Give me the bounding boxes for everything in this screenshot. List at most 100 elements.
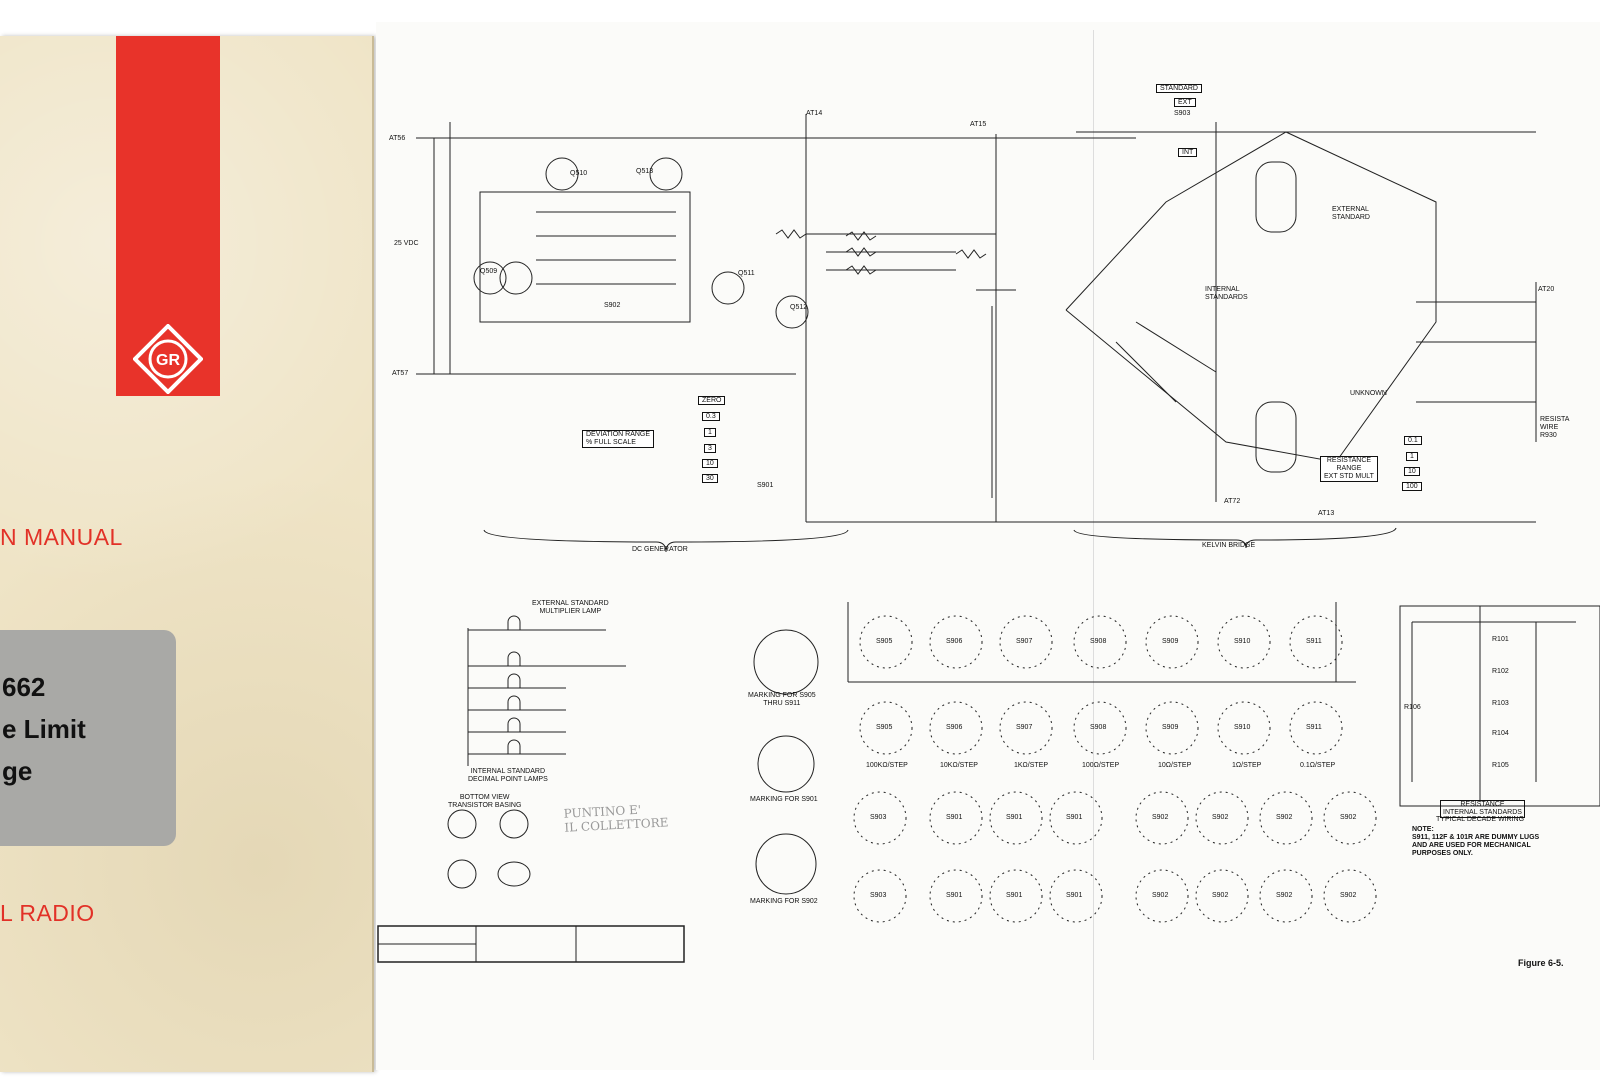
external-std-l2: STANDARD [1332, 214, 1370, 221]
label-vdc: 25 VDC [394, 240, 419, 247]
sw-r3-5: S902 [1212, 814, 1229, 821]
sw-r1-5: S910 [1234, 638, 1251, 645]
label-at57: AT57 [392, 370, 409, 377]
internal-std-l2: STANDARDS [1205, 294, 1248, 301]
window-line-2: e Limit [2, 714, 86, 744]
box-dev-4: 30 [702, 474, 718, 483]
step-5: 1Ω/STEP [1232, 762, 1262, 769]
schematic-drawing [377, 114, 1600, 963]
window-line-3: ge [2, 756, 33, 786]
sw-r1-3: S908 [1090, 638, 1107, 645]
sw-r2-4: S909 [1162, 724, 1179, 731]
sw-r2-0: S905 [876, 724, 893, 731]
resistance-l3: EXT STD MULT [1324, 473, 1374, 480]
deviation-l1: DEVIATION RANGE [586, 431, 651, 438]
sw-r1-6: S911 [1306, 638, 1322, 645]
label-q513: Q513 [636, 168, 654, 175]
label-s902: S902 [604, 302, 621, 309]
sw-r2-2: S907 [1016, 724, 1033, 731]
figure-caption: Figure 6-5. [1518, 958, 1564, 968]
label-at13: AT13 [1318, 510, 1335, 517]
ext-lamp-l1: EXTERNAL STANDARD [532, 600, 609, 607]
sw-r4-0: S903 [870, 892, 887, 899]
resista-l1: RESISTA [1540, 416, 1570, 423]
caption-kelvin-bridge: KELVIN BRIDGE [1202, 542, 1256, 549]
int-lamp-l2: DECIMAL POINT LAMPS [468, 776, 548, 783]
external-std-l1: EXTERNAL [1332, 206, 1369, 213]
ext-lamp-l2: MULTIPLIER LAMP [539, 608, 602, 615]
decade-r106: R106 [1404, 704, 1421, 711]
cover-title-line: N MANUAL [0, 524, 123, 550]
note-block: NOTE: S911, 112F & 101R ARE DUMMY LUGS A… [1412, 826, 1539, 858]
resistance-std-l1: RESISTANCE [1460, 801, 1505, 808]
label-s903: S903 [1174, 110, 1191, 117]
bottom-view-l1: BOTTOM VIEW [459, 794, 510, 801]
gr-logo: GR [133, 324, 203, 394]
label-marking-s901: MARKING FOR S901 [750, 796, 818, 803]
sw-r3-0: S903 [870, 814, 887, 821]
marking-5905-l1: MARKING FOR S905 [748, 692, 816, 699]
label-q509: Q509 [480, 268, 498, 275]
sw-r2-5: S910 [1234, 724, 1251, 731]
step-1: 10KΩ/STEP [940, 762, 978, 769]
step-2: 1KΩ/STEP [1014, 762, 1049, 769]
sw-r4-1: S901 [946, 892, 963, 899]
sw-r4-2: S901 [1006, 892, 1023, 899]
box-ext: EXT [1174, 98, 1196, 107]
label-at72: AT72 [1224, 498, 1241, 505]
decade-r103: R103 [1492, 700, 1509, 707]
page-fold [1093, 30, 1094, 1060]
box-dev-1: 1 [704, 428, 716, 437]
label-q511: Q511 [738, 270, 755, 277]
red-band [116, 36, 220, 396]
resistance-l2: RANGE [1336, 465, 1362, 472]
label-at14: AT14 [806, 110, 823, 117]
box-mult-0: 0.1 [1404, 436, 1422, 445]
sw-r1-1: S906 [946, 638, 963, 645]
sw-r4-7: S902 [1340, 892, 1357, 899]
sw-r3-7: S902 [1340, 814, 1357, 821]
sw-r2-1: S906 [946, 724, 963, 731]
internal-std-l1: INTERNAL [1205, 286, 1240, 293]
decade-r104: R104 [1492, 730, 1509, 737]
resistance-l1: RESISTANCE [1326, 457, 1372, 464]
note-l2: S911, 112F & 101R ARE DUMMY LUGS [1412, 834, 1540, 841]
bottom-view-l2: TRANSISTOR BASING [448, 802, 522, 809]
decade-r102: R102 [1492, 668, 1509, 675]
sw-r4-6: S902 [1276, 892, 1293, 899]
label-q510: Q510 [570, 170, 588, 177]
sw-r3-2: S901 [1006, 814, 1023, 821]
sw-r4-3: S901 [1066, 892, 1083, 899]
step-4: 10Ω/STEP [1158, 762, 1192, 769]
label-at56: AT56 [389, 135, 406, 142]
box-mult-3: 100 [1402, 482, 1422, 491]
label-typical-decade: TYPICAL DECADE WIRING [1436, 816, 1525, 823]
title-window: 662 e Limit ge [0, 630, 176, 846]
note-l4: PURPOSES ONLY. [1412, 850, 1473, 857]
label-marking-s902: MARKING FOR S902 [750, 898, 818, 905]
decade-r105: R105 [1492, 762, 1509, 769]
note-l3: AND ARE USED FOR MECHANICAL [1412, 842, 1531, 849]
sw-r4-4: S902 [1152, 892, 1169, 899]
cover-company-line: L RADIO [0, 900, 95, 926]
manual-cover: GR N MANUAL L RADIO 662 e Limit ge [0, 36, 374, 1072]
schematic-sheet [376, 22, 1600, 1070]
box-mult-1: 1 [1406, 452, 1418, 461]
caption-dc-generator: DC GENERATOR [632, 546, 688, 553]
box-standard: STANDARD [1156, 84, 1202, 93]
logo-text: GR [156, 352, 180, 369]
marking-5905-l2: THRU S911 [763, 700, 801, 707]
sw-r3-6: S902 [1276, 814, 1293, 821]
box-dev-2: 3 [704, 444, 716, 453]
sw-r3-3: S901 [1066, 814, 1083, 821]
resista-l2: WIRE [1540, 424, 1559, 431]
box-mult-2: 10 [1404, 467, 1420, 476]
box-dev-0: 0.3 [702, 412, 720, 421]
decade-r101: R101 [1492, 636, 1509, 643]
label-s901: S901 [757, 482, 774, 489]
resista-l3: R930 [1540, 432, 1557, 439]
